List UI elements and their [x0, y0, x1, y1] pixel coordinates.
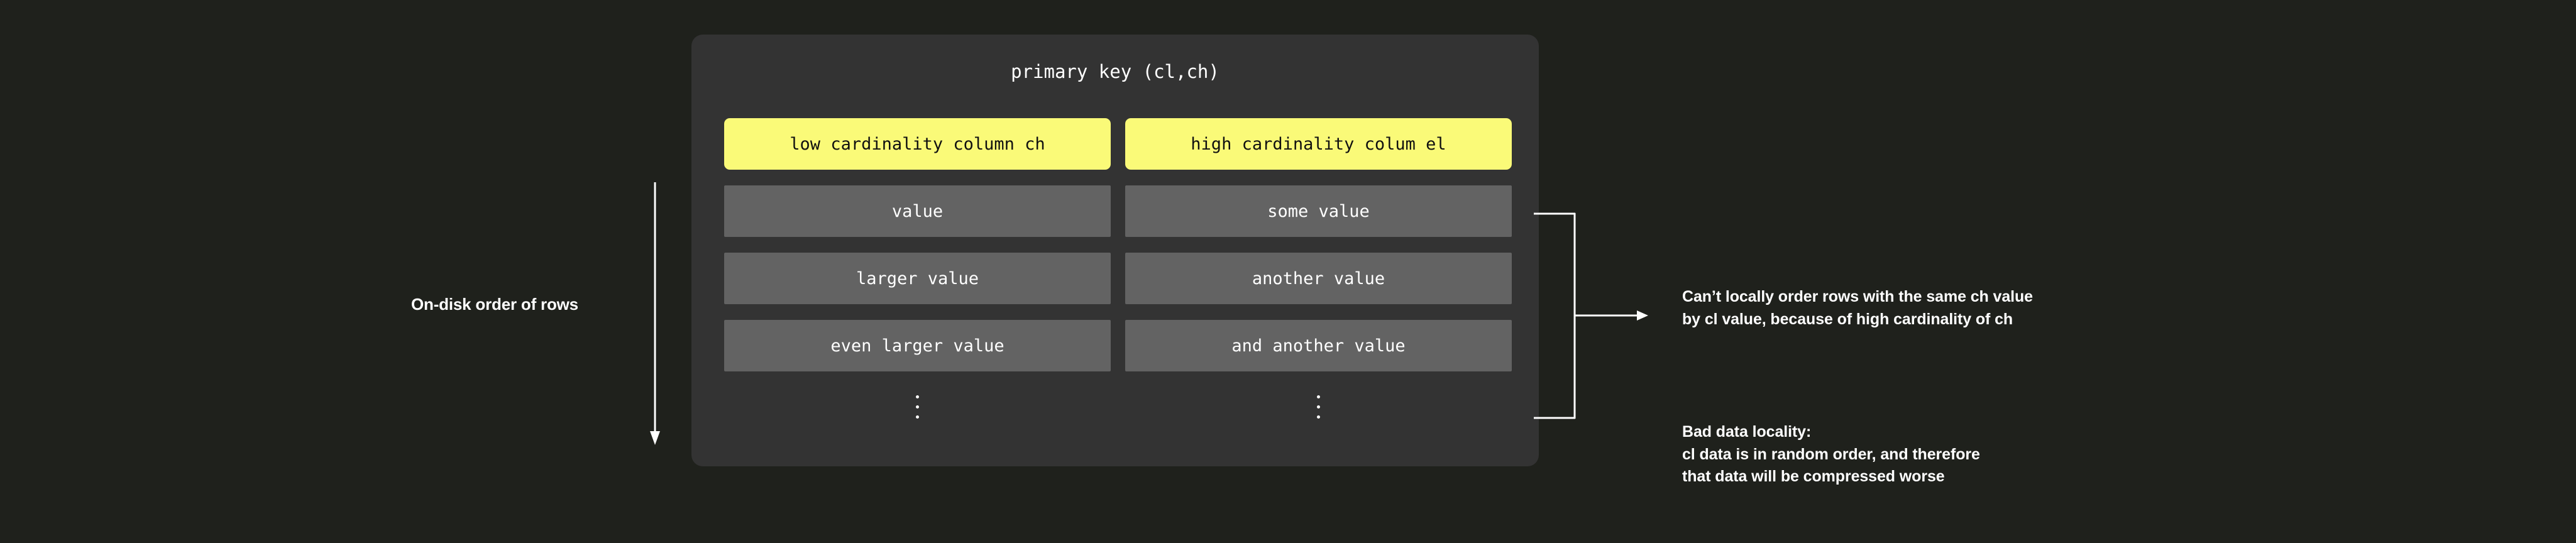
- on-disk-order-label: On-disk order of rows: [411, 295, 578, 314]
- primary-key-card: primary key (cl,ch) low cardinality colu…: [691, 35, 1539, 466]
- table-row: even larger value and another value: [724, 320, 1512, 371]
- vertical-ellipsis-icon: [724, 388, 1111, 425]
- locality-note: Bad data locality: cl data is in random …: [1682, 423, 1980, 485]
- cardinality-note: Can’t locally order rows with the same c…: [1682, 288, 2033, 328]
- column-header-high-cardinality[interactable]: high cardinality colum el: [1125, 118, 1512, 170]
- cell-cl-1: larger value: [724, 253, 1111, 304]
- cell-ch-1: another value: [1125, 253, 1512, 304]
- vertical-ellipsis-icon: [1125, 388, 1512, 425]
- table-row: value some value: [724, 185, 1512, 237]
- cell-ch-2: and another value: [1125, 320, 1512, 371]
- bracket-arrow-right-icon: [1534, 212, 1648, 419]
- cell-cl-2: even larger value: [724, 320, 1111, 371]
- cell-ch-0: some value: [1125, 185, 1512, 237]
- table-row: larger value another value: [724, 253, 1512, 304]
- arrow-down-icon: [650, 182, 660, 445]
- column-header-low-cardinality[interactable]: low cardinality column ch: [724, 118, 1111, 170]
- columns-grid: low cardinality column ch high cardinali…: [724, 118, 1512, 425]
- continuation-row: [724, 388, 1512, 425]
- card-title: primary key (cl,ch): [1011, 61, 1219, 82]
- header-row: low cardinality column ch high cardinali…: [724, 118, 1512, 170]
- cell-cl-0: value: [724, 185, 1111, 237]
